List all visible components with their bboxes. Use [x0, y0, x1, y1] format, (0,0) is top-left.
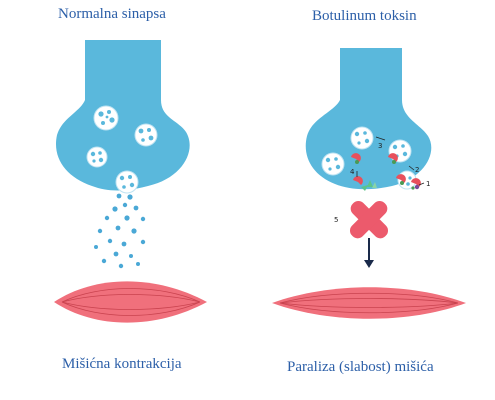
contracted-muscle [54, 281, 207, 323]
step-number: 1 [426, 180, 430, 188]
step-arrow-2 [408, 165, 415, 171]
toxin-molecule [396, 174, 406, 185]
step-arrow-3 [375, 136, 386, 141]
snare-protein [367, 180, 377, 188]
step-number: 3 [378, 142, 382, 150]
vesicle [93, 105, 119, 131]
step-number: 5 [334, 216, 338, 224]
toxin-molecule [351, 153, 361, 164]
step-number: 2 [415, 166, 419, 174]
blocked-release-cross [349, 200, 389, 239]
botulinum-toxin-molecules [351, 153, 421, 191]
step-arrows [356, 136, 425, 186]
botulinum-toxin-title: Botulinum toksin [312, 8, 417, 24]
paralyzed-muscle [272, 287, 466, 319]
vesicle [134, 123, 158, 147]
toxin-molecule [353, 176, 368, 191]
down-arrow-icon [364, 238, 374, 268]
normal-nerve-terminal [55, 40, 190, 191]
released-neurotransmitters [94, 193, 146, 269]
normal-synapse-title: Normalna sinapsa [58, 6, 166, 22]
muscle-contraction-caption: Mišićna kontrakcija [62, 356, 182, 372]
step-arrow-1 [418, 182, 425, 186]
toxin-molecule [388, 153, 398, 164]
vesicle [350, 126, 374, 150]
vesicle [321, 152, 345, 176]
normal-synaptic-vesicles [86, 105, 158, 194]
releasing-vesicle [115, 170, 139, 194]
step-number: 4 [350, 168, 355, 176]
muscle-paralysis-caption: Paraliza (slabost) mišića [287, 359, 434, 375]
vesicle [86, 146, 108, 168]
toxin-molecule [411, 178, 421, 190]
